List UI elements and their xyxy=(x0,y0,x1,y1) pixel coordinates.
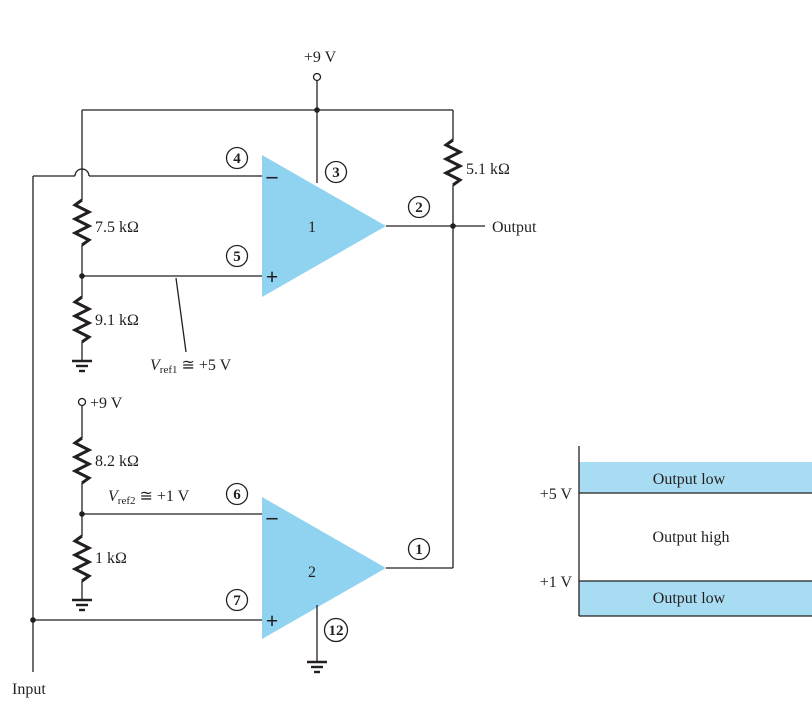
resistor-7k5-label: 7.5 kΩ xyxy=(95,219,139,236)
resistor-9k1-label: 9.1 kΩ xyxy=(95,312,139,329)
pin-6-marker: 6 xyxy=(225,482,249,506)
pin-4-marker: 4 xyxy=(225,146,249,170)
resistor-8k2 xyxy=(71,436,93,485)
window-upper-level-label: +5 V xyxy=(540,486,573,503)
vref1-node xyxy=(79,273,85,279)
svg-text:12: 12 xyxy=(329,623,344,639)
window-band-top-label: Output low xyxy=(653,471,726,488)
opamp-2-minus-sign: – xyxy=(266,504,279,529)
svg-text:1: 1 xyxy=(415,542,423,558)
opamp-1-label: 1 xyxy=(308,219,316,236)
input-node xyxy=(30,617,36,623)
supply-top-label: +9 V xyxy=(304,49,337,66)
opamp-1-minus-sign: – xyxy=(266,163,279,188)
pullup-resistor-label: 5.1 kΩ xyxy=(466,161,510,178)
pin-1-marker: 1 xyxy=(407,537,431,561)
input-crossover-hop xyxy=(74,168,90,177)
supply-mid-terminal xyxy=(77,397,87,407)
opamp-2-body xyxy=(262,497,386,639)
resistor-9k1 xyxy=(71,295,93,344)
svg-text:5: 5 xyxy=(233,249,241,265)
resistor-7k5 xyxy=(71,198,93,247)
supply-mid-label: +9 V xyxy=(90,395,123,412)
pin-7-marker: 7 xyxy=(225,588,249,612)
band-output-low-bottom xyxy=(579,581,812,616)
opamp-2-plus-sign: + xyxy=(266,608,279,633)
window-lower-level-label: +1 V xyxy=(540,574,573,591)
pin-2-marker: 2 xyxy=(407,195,431,219)
svg-text:6: 6 xyxy=(233,487,241,503)
pin-3-marker: 3 xyxy=(324,160,348,184)
supply-top-terminal xyxy=(312,72,322,82)
vref2-label: Vref2 ≅ +1 V xyxy=(108,488,190,507)
svg-text:7: 7 xyxy=(233,593,241,609)
opamp-1-plus-sign: + xyxy=(266,264,279,289)
pullup-resistor xyxy=(442,138,464,187)
band-output-low-top xyxy=(579,462,812,493)
vref1-label: Vref1 ≅ +5 V xyxy=(150,357,232,376)
window-band-bottom-label: Output low xyxy=(653,590,726,607)
pin-12-marker: 12 xyxy=(323,617,349,643)
input-terminal-label: Input xyxy=(12,681,46,698)
window-chart: +5 V +1 V Output low Output high Output … xyxy=(540,446,812,617)
vref1-leader xyxy=(175,277,187,353)
window-band-middle-label: Output high xyxy=(653,529,730,546)
opamp-1-body xyxy=(262,155,386,297)
vref2-node xyxy=(79,511,85,517)
resistor-1k-label: 1 kΩ xyxy=(95,550,127,567)
opamp-2-label: 2 xyxy=(308,564,316,581)
output-node xyxy=(450,223,456,229)
resistor-1k xyxy=(71,534,93,583)
resistor-8k2-label: 8.2 kΩ xyxy=(95,453,139,470)
pin-5-marker: 5 xyxy=(225,244,249,268)
svg-text:3: 3 xyxy=(332,165,340,181)
output-terminal-label: Output xyxy=(492,219,537,236)
svg-text:2: 2 xyxy=(415,200,423,216)
svg-text:4: 4 xyxy=(233,151,241,167)
